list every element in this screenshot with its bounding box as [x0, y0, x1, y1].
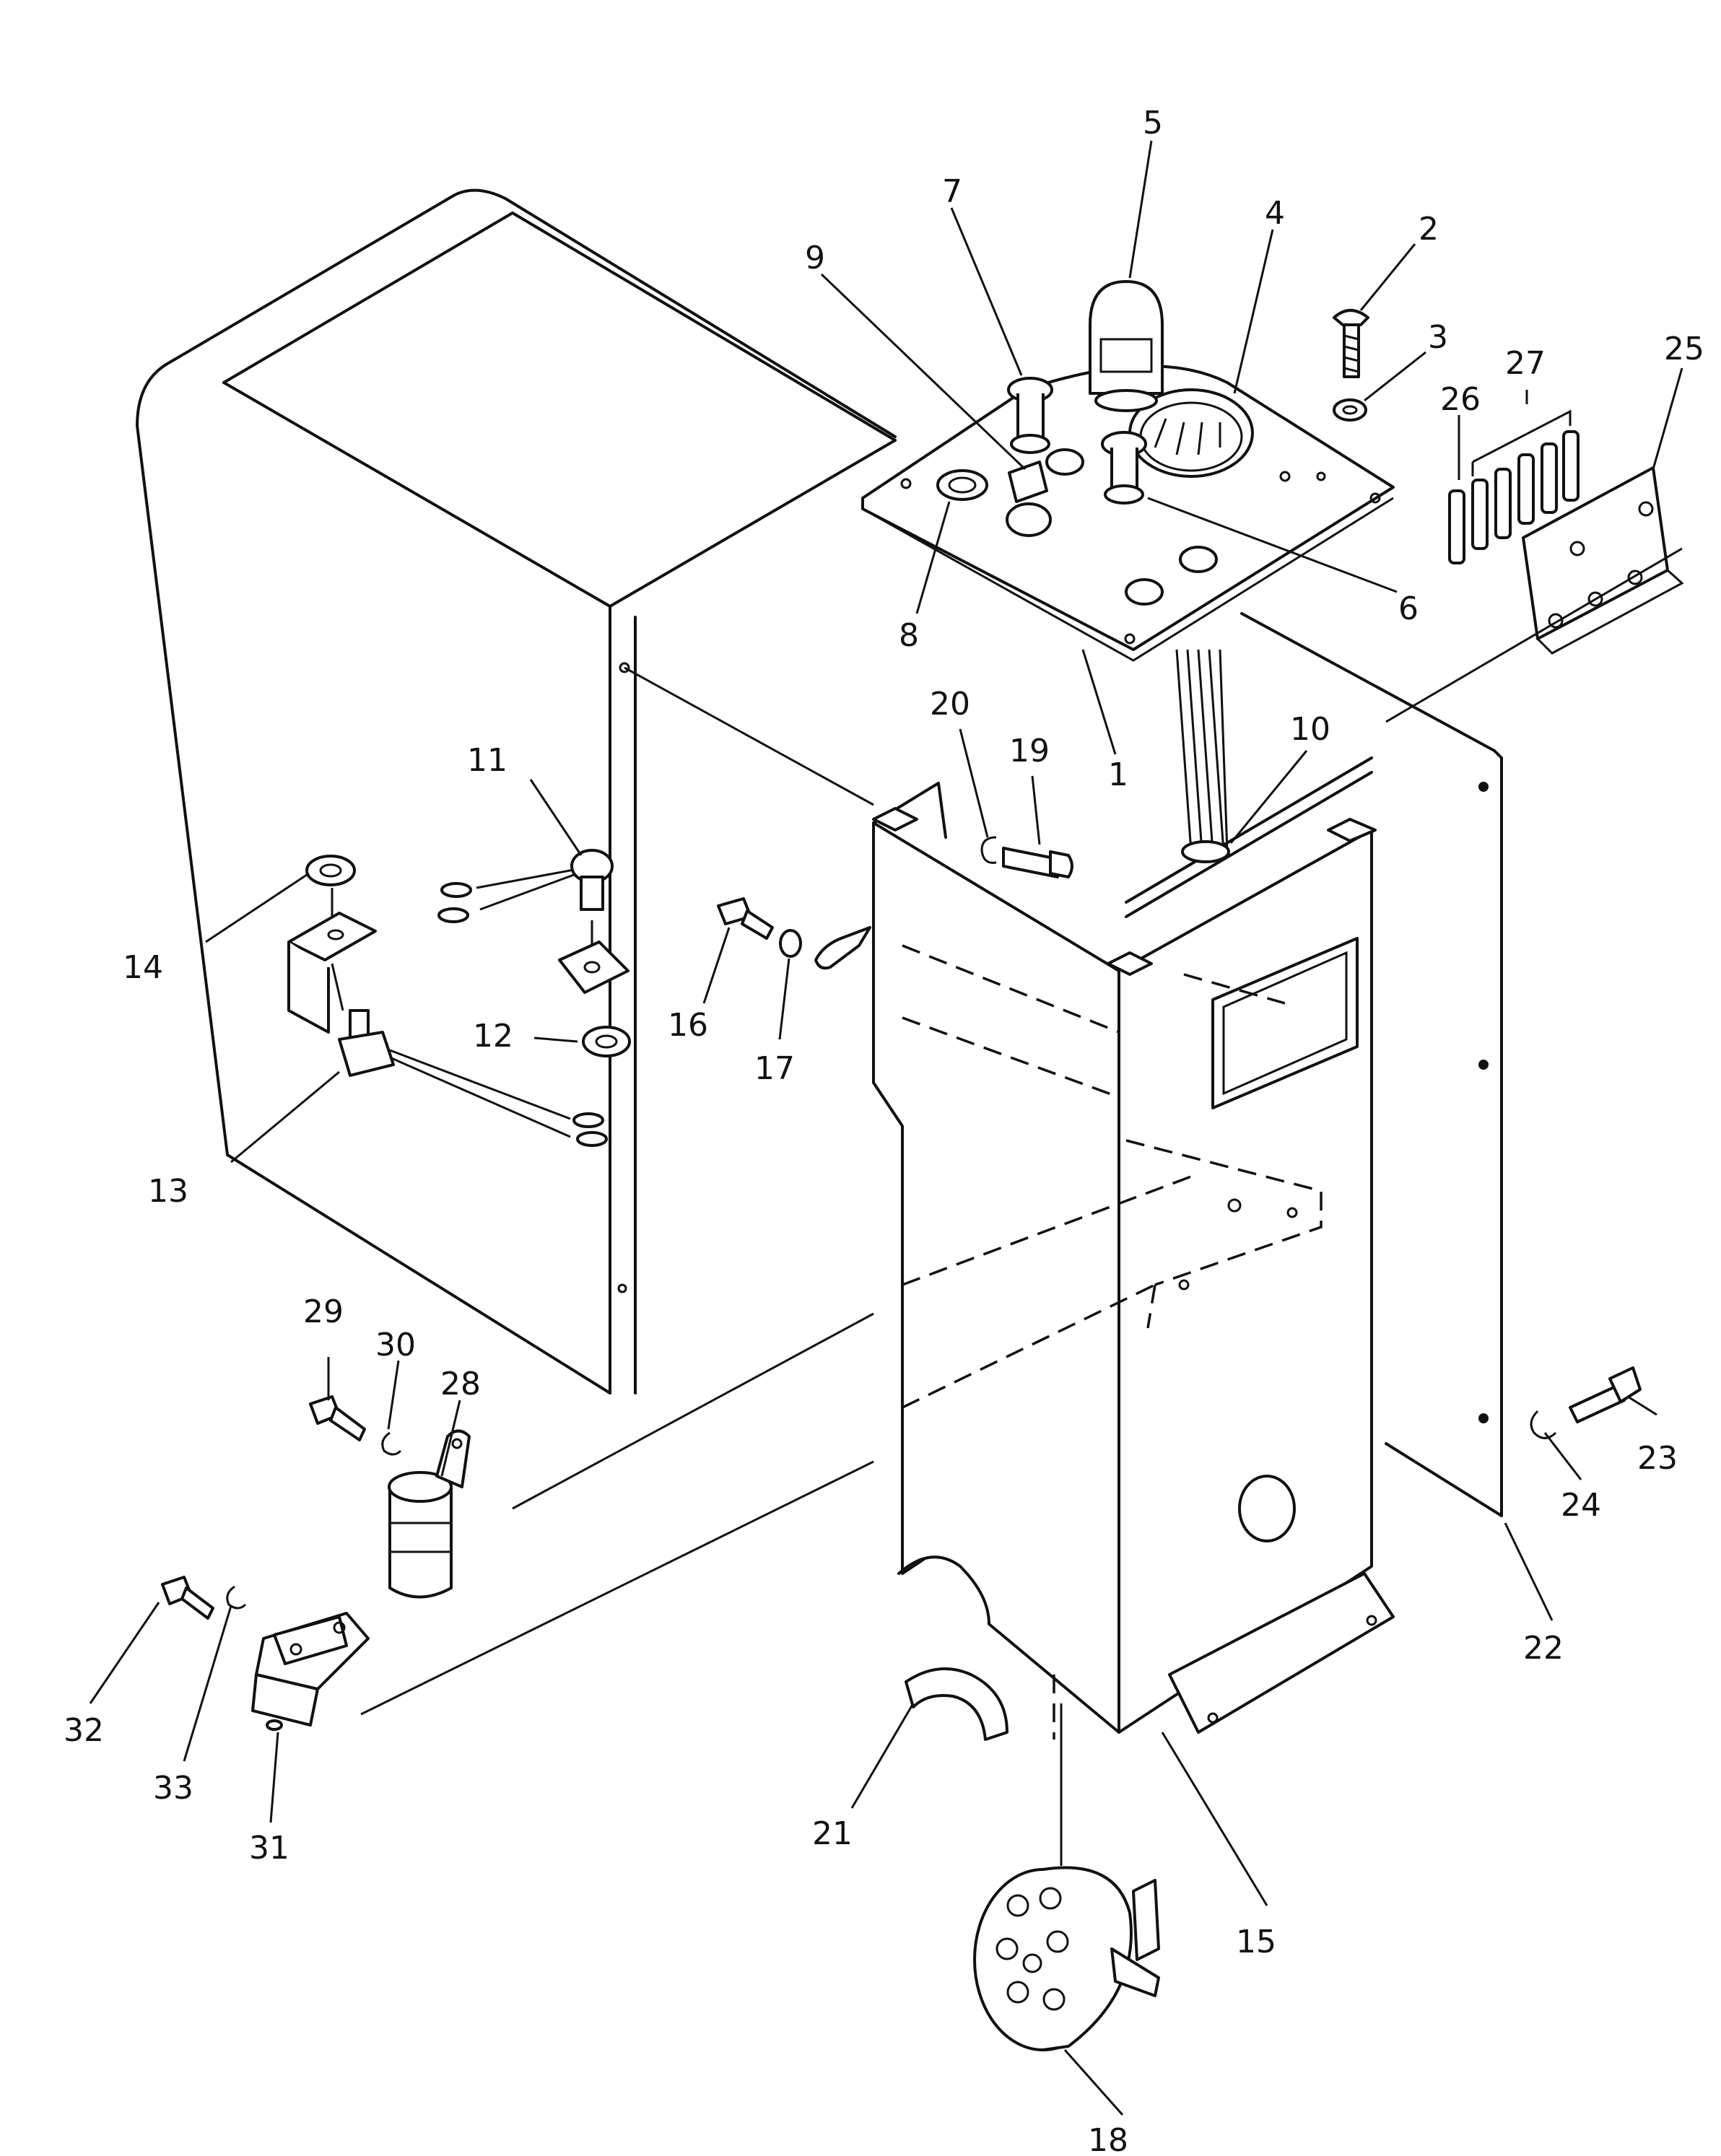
- fuses: [1448, 409, 1580, 564]
- nut-14: [305, 855, 356, 886]
- callout-21: 21: [812, 1815, 853, 1852]
- gauge: [1128, 388, 1254, 478]
- warning-lamp: [1089, 280, 1164, 412]
- callout-18: 18: [1088, 2122, 1128, 2156]
- callout-29: 29: [303, 1293, 344, 1330]
- callout-27: 27: [1505, 345, 1546, 382]
- bolt-16: [717, 897, 774, 940]
- callout-32: 32: [64, 1712, 104, 1749]
- bolt-19: [1002, 847, 1073, 878]
- callout-3: 3: [1428, 319, 1448, 356]
- bolt-32: [161, 1576, 214, 1620]
- callout-26: 26: [1440, 381, 1481, 418]
- condenser-28: [388, 1429, 471, 1599]
- bolt-23: [1569, 1366, 1642, 1423]
- callout-23: 23: [1637, 1440, 1678, 1477]
- grommet-21: [905, 1667, 1008, 1741]
- callout-2: 2: [1419, 211, 1439, 248]
- horn-18: [973, 1866, 1160, 2051]
- callout-8: 8: [899, 617, 919, 654]
- callout-12: 12: [473, 1018, 513, 1055]
- side-plate: [1240, 612, 1503, 1517]
- washer-30: [381, 1431, 402, 1456]
- leader-lines: [89, 140, 1683, 2116]
- screw-2: [1333, 309, 1369, 378]
- callout-22: 22: [1523, 1630, 1564, 1667]
- callout-28: 28: [440, 1366, 481, 1402]
- callout-6: 6: [1398, 590, 1419, 627]
- callout-19: 19: [1009, 733, 1050, 769]
- relay-31: [251, 1612, 370, 1731]
- callout-25: 25: [1664, 331, 1704, 367]
- callout-17: 17: [754, 1050, 795, 1087]
- switch-11: [437, 849, 629, 994]
- fuse-box: [1522, 466, 1684, 655]
- grommet-8: [936, 469, 988, 501]
- callout-1: 1: [1108, 756, 1128, 793]
- callout-11: 11: [467, 742, 507, 779]
- callout-labels: 5 4 7 9 2 3 27 25 26 6 8 1 10 20 19 11 1…: [64, 105, 1704, 2156]
- callout-20: 20: [930, 686, 970, 723]
- callout-15: 15: [1236, 1924, 1276, 1960]
- callout-14: 14: [123, 949, 163, 986]
- washer-17: [779, 929, 802, 958]
- callout-13: 13: [148, 1173, 188, 1210]
- callout-5: 5: [1143, 105, 1163, 141]
- callout-30: 30: [375, 1327, 416, 1363]
- switch-7: [1007, 377, 1053, 454]
- terminal: [814, 926, 871, 970]
- key-switch: [1006, 461, 1052, 537]
- washer-3: [1333, 398, 1367, 422]
- console-box: [872, 756, 1395, 1740]
- washer-24: [1530, 1410, 1557, 1439]
- callout-4: 4: [1265, 195, 1285, 232]
- assembly-lines: [331, 547, 1683, 1866]
- nut-12: [582, 1026, 631, 1057]
- rear-cover-panel: [136, 188, 897, 1395]
- washer-33: [226, 1585, 247, 1610]
- washer-20: [980, 836, 997, 864]
- callout-7: 7: [942, 173, 962, 210]
- switch-13: [338, 1009, 608, 1147]
- switch-6: [1101, 431, 1147, 505]
- callout-9: 9: [805, 240, 825, 276]
- bolt-29: [309, 1395, 366, 1441]
- callout-10: 10: [1290, 711, 1330, 748]
- callout-31: 31: [249, 1830, 289, 1867]
- callout-33: 33: [153, 1770, 193, 1807]
- callout-24: 24: [1561, 1487, 1601, 1524]
- bracket-13: [287, 912, 377, 1034]
- callout-16: 16: [668, 1007, 708, 1044]
